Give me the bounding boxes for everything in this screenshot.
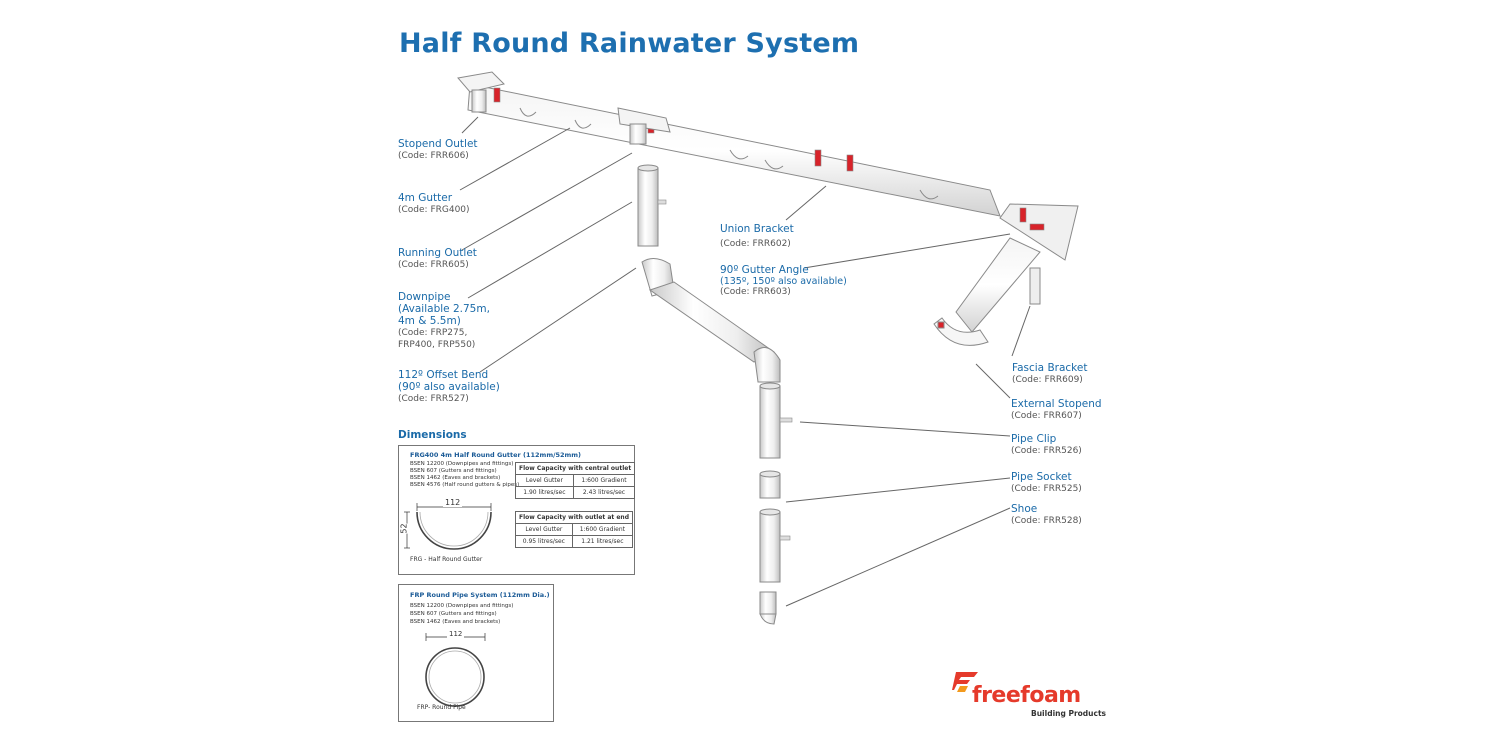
flow-val: 1.90 litres/sec <box>515 486 574 499</box>
flow-table-central: Flow Capacity with central outlet Level … <box>514 462 636 499</box>
gutter-width: 112 <box>443 498 463 507</box>
label-downpipe: Downpipe (Available 2.75m, 4m & 5.5m) (C… <box>398 291 490 350</box>
dimensions-heading: Dimensions <box>398 429 467 441</box>
pipe-standard: BSEN 1462 (Eaves and brackets) <box>410 619 501 625</box>
gutter-caption: FRG - Half Round Gutter <box>410 556 483 563</box>
gutter-depth: 52 <box>399 523 409 534</box>
label-pipe-clip: Pipe Clip (Code: FRR526) <box>1011 433 1082 456</box>
gutter-standard: BSEN 1462 (Eaves and brackets) <box>410 475 501 481</box>
freefoam-logo-sub: Building Products <box>1031 709 1107 718</box>
gutter-standard: BSEN 12200 (Downpipes and fittings) <box>410 461 514 467</box>
label-offset-bend: 112º Offset Bend (90º also available) (C… <box>398 369 500 404</box>
downpipe-upper <box>637 167 659 247</box>
stopend-outlet <box>457 71 505 113</box>
gutter-standard: BSEN 4576 (Half round gutters & pipes) <box>410 482 520 488</box>
gutter-angle-run <box>955 237 1041 333</box>
label-external-stopend: External Stopend (Code: FRR607) <box>1011 398 1102 421</box>
pipe-standard: BSEN 12200 (Downpipes and fittings) <box>410 603 514 609</box>
label-fascia-bracket: Fascia Bracket (Code: FRR609) <box>1012 362 1088 385</box>
label-pipe-socket: Pipe Socket (Code: FRR525) <box>1011 471 1082 494</box>
flow-col: Level Gutter <box>515 474 574 487</box>
gutter-profile-drawing <box>404 503 492 550</box>
flow-col: 1:600 Gradient <box>572 474 636 487</box>
pipe-box-title: FRP Round Pipe System (112mm Dia.) <box>410 591 550 599</box>
flow-table-end: Flow Capacity with outlet at end Level G… <box>514 511 634 548</box>
flow-col: 1:600 Gradient <box>571 523 634 536</box>
label-4m-gutter: 4m Gutter (Code: FRG400) <box>398 192 470 215</box>
pipe-profile-drawing <box>425 633 486 707</box>
label-stopend-outlet: Stopend Outlet (Code: FRR606) <box>398 138 478 161</box>
flow-table-title: Flow Capacity with central outlet <box>514 462 636 475</box>
gutter-standard: BSEN 607 (Gutters and fittings) <box>410 468 497 474</box>
label-shoe: Shoe (Code: FRR528) <box>1011 503 1082 526</box>
label-running-outlet: Running Outlet (Code: FRR605) <box>398 247 477 270</box>
offset-bend <box>641 258 781 383</box>
freefoam-logo-icon <box>952 672 978 692</box>
flow-table-title: Flow Capacity with outlet at end <box>514 511 634 524</box>
downpipe-lower-2 <box>759 511 781 583</box>
pipe-standard: BSEN 607 (Gutters and fittings) <box>410 611 497 617</box>
flow-val: 2.43 litres/sec <box>572 486 636 499</box>
shoe <box>759 591 777 625</box>
flow-val: 1.21 litres/sec <box>571 535 634 548</box>
downpipe-lower-1 <box>759 385 781 459</box>
label-union-bracket: Union Bracket (Code: FRR602) <box>720 223 794 249</box>
pipe-dimensions-box: FRP Round Pipe System (112mm Dia.) BSEN … <box>398 584 554 722</box>
flow-val: 0.95 litres/sec <box>515 535 573 548</box>
running-outlet <box>617 107 671 145</box>
label-gutter-angle: 90º Gutter Angle (135º, 150º also availa… <box>720 264 847 297</box>
leader-lines <box>459 116 1031 607</box>
pipe-diameter: 112 <box>447 630 465 638</box>
gutter-dimensions-box: FRG400 4m Half Round Gutter (112mm/52mm)… <box>398 445 636 575</box>
page-title: Half Round Rainwater System <box>399 28 860 59</box>
flow-col: Level Gutter <box>515 523 573 536</box>
pipe-socket <box>759 473 781 499</box>
external-stopend <box>933 317 989 346</box>
freefoam-logo: freefoam <box>972 683 1081 708</box>
pipe-caption: FRP- Round Pipe <box>417 704 466 711</box>
gutter-box-title: FRG400 4m Half Round Gutter (112mm/52mm) <box>410 451 582 459</box>
gutter-brackets <box>519 107 939 200</box>
